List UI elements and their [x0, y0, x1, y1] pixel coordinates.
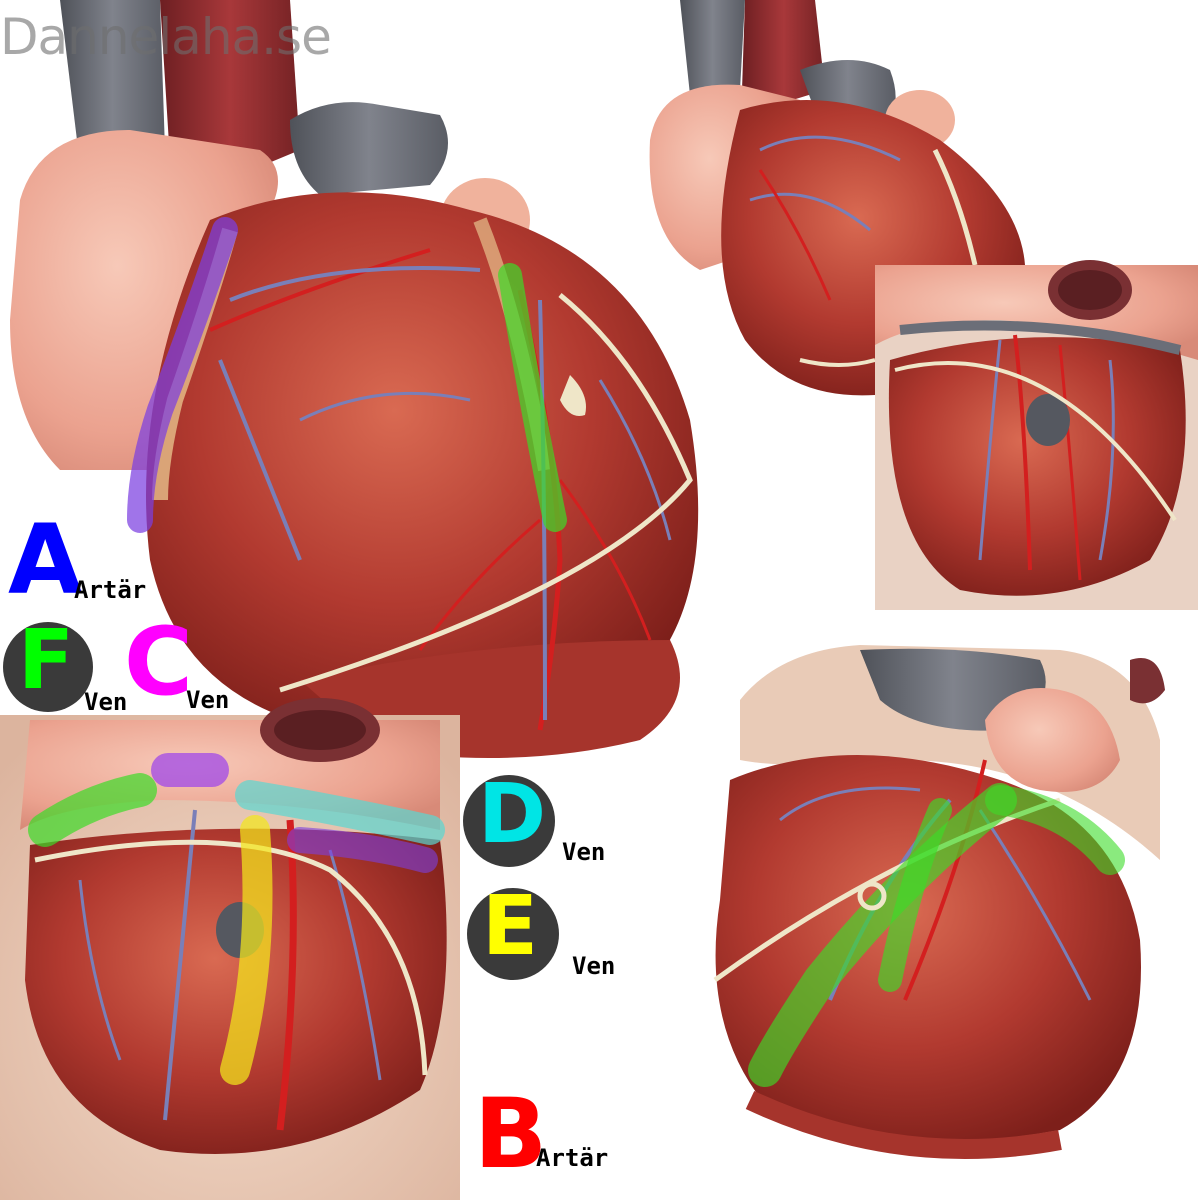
legend-letter-E: E [482, 879, 539, 974]
highlight-green-lateral-c [985, 785, 1125, 875]
lr-ventricle-shape [715, 755, 1141, 1142]
pulmonary-trunk-shape [290, 102, 448, 195]
legend-letter-C: C [124, 608, 193, 717]
highlight-green-lateral-a [748, 783, 1017, 1087]
highlight-green-lateral-b [878, 798, 952, 992]
ur-aorta-shape [742, 0, 825, 110]
panel-anterior-main [10, 0, 699, 758]
panel-lateral-right [712, 645, 1198, 1200]
highlight-green-anterior [498, 263, 567, 532]
vena-cava-shape [60, 0, 165, 165]
aorta-shape [160, 0, 300, 175]
panel-upper-right [649, 0, 1025, 396]
ventricle-shape [146, 192, 699, 739]
highlight-green-F [28, 773, 157, 847]
watermark-text: Dannelaha.se [0, 8, 332, 66]
pl-ventricle-shape [25, 828, 447, 1154]
legend-sub-C: Ven [186, 686, 230, 714]
lr-atrium-shape [985, 688, 1120, 792]
legend-sub-D: Ven [562, 838, 606, 866]
highlight-purple-C [287, 827, 438, 873]
legend-sub-B: Artär [536, 1144, 609, 1172]
right-atrium-shape [10, 130, 278, 470]
legend-letter-B: B [474, 1078, 548, 1190]
legend-sub-F: Ven [84, 688, 128, 716]
panel-posterior-labeled [0, 698, 460, 1200]
ur-ventricle-shape [721, 100, 1025, 396]
legend-sub-E: Ven [572, 952, 616, 980]
highlight-yellow-E [220, 815, 273, 1085]
legend-disc-D [463, 775, 555, 867]
legend-disc-F [3, 622, 93, 712]
legend-sub-A: Artär [74, 576, 147, 604]
legend-letter-D: D [478, 767, 547, 862]
ur-vena-cava-shape [680, 0, 745, 95]
highlight-cyan-D [235, 780, 445, 845]
highlight-purple-A [127, 217, 238, 533]
legend-letter-F: F [18, 613, 75, 708]
legend-disc-E [467, 888, 559, 980]
legend-letter-A: A [8, 504, 83, 616]
panel-posterior-inset [875, 260, 1198, 610]
pi-ventricle-shape [888, 337, 1186, 596]
